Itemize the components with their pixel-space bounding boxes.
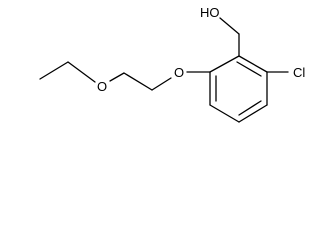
ring-bond-3	[238, 104, 268, 123]
molecule-svg: HO O O Cl	[39, 5, 305, 123]
o-ch2-bond	[151, 77, 172, 91]
ch2-o-bond	[109, 72, 125, 82]
ring-double-bond-2	[238, 100, 262, 116]
benzene-ring	[209, 55, 268, 123]
structure-diagram: HO O O Cl	[39, 5, 305, 123]
ring-double-bond-1	[236, 61, 262, 77]
ether-oxygen-label-2: O	[97, 79, 107, 94]
ether-oxygen-label-1: O	[174, 65, 184, 80]
chlorine-label: Cl	[293, 65, 305, 80]
hydroxyl-label: HO	[200, 5, 220, 20]
ring-bond-1	[238, 55, 268, 73]
ring-bond-4	[209, 104, 240, 123]
ethyl-ch3-bond	[39, 61, 69, 80]
ch2-oh-bond	[219, 17, 240, 35]
ring-bond-6	[209, 55, 240, 73]
o-ethyl-bond	[67, 61, 96, 83]
ch2-ch2-bond	[123, 72, 153, 91]
